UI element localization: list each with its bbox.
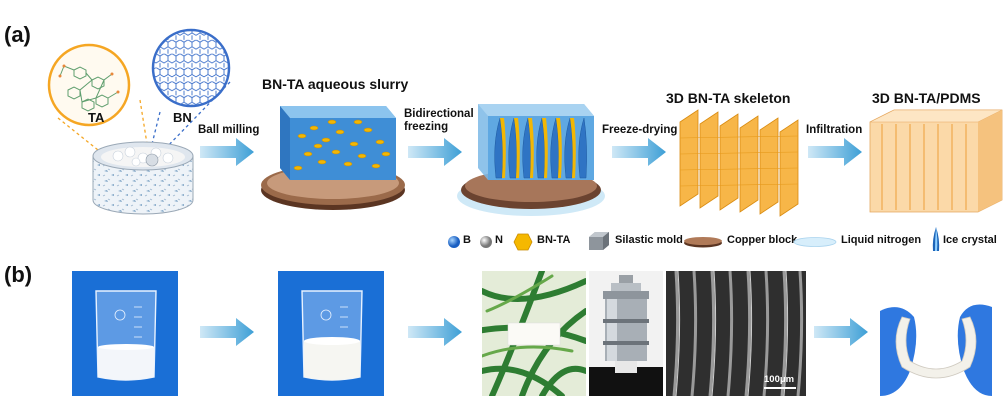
arrow-infiltration bbox=[808, 138, 862, 166]
freezing-container bbox=[457, 104, 605, 216]
arrow-freeze-drying bbox=[612, 138, 666, 166]
scale-bar-label: 100μm bbox=[764, 374, 795, 385]
legend-copper: Copper block bbox=[727, 234, 798, 246]
photo-beaker-slurry bbox=[72, 271, 178, 396]
ta-molecule-inset bbox=[47, 43, 131, 127]
step-line: Bidirectional bbox=[404, 108, 474, 120]
legend: B N BN-TA Silastic mold Copper block Liq… bbox=[447, 227, 1007, 251]
beaker-icon bbox=[95, 290, 157, 381]
panel-b-label: (b) bbox=[4, 262, 33, 287]
nitrogen-atom-icon bbox=[480, 236, 492, 248]
ta-label: TA bbox=[88, 110, 105, 125]
skeleton-3d bbox=[679, 109, 799, 217]
arrow-b-1 bbox=[200, 318, 254, 346]
legend-n: N bbox=[495, 234, 503, 246]
legend-b: B bbox=[463, 234, 471, 246]
sem-image bbox=[666, 271, 806, 396]
step-line: freezing bbox=[404, 121, 449, 133]
photo-bent-sample bbox=[880, 271, 992, 396]
arrow-b-3 bbox=[814, 318, 868, 346]
step-label-infiltration: Infiltration bbox=[806, 124, 863, 136]
panel-a-label: (a) bbox=[4, 22, 31, 47]
vessel-image bbox=[589, 271, 663, 396]
arrow-b-2 bbox=[408, 318, 462, 346]
silastic-mold-icon bbox=[589, 232, 609, 250]
legend-mold: Silastic mold bbox=[615, 234, 683, 246]
beaker-icon bbox=[301, 290, 363, 381]
step-label-ball-milling: Ball milling bbox=[198, 124, 260, 136]
boron-atom-icon bbox=[448, 236, 460, 248]
slurry-container bbox=[261, 106, 405, 210]
arrow-bidirectional bbox=[408, 138, 462, 166]
legend-ice: Ice crystal bbox=[943, 234, 997, 246]
step-label-freeze-drying: Freeze-drying bbox=[602, 124, 678, 136]
title-skeleton: 3D BN-TA skeleton bbox=[666, 90, 791, 106]
bnta-hexagon-icon bbox=[513, 233, 533, 251]
title-composite: 3D BN-TA/PDMS bbox=[872, 90, 981, 106]
liquid-nitrogen-icon bbox=[793, 237, 837, 247]
title-slurry: BN-TA aqueous slurry bbox=[262, 76, 409, 92]
leaves-image bbox=[482, 271, 586, 396]
legend-bnta: BN-TA bbox=[537, 234, 571, 246]
ball-mill-jar bbox=[92, 141, 194, 215]
ice-crystal-icon bbox=[932, 227, 940, 251]
copper-block-icon bbox=[684, 237, 722, 248]
photo-vessel bbox=[589, 271, 663, 396]
bn-label: BN bbox=[173, 110, 192, 125]
legend-nitrogen: Liquid nitrogen bbox=[841, 234, 922, 246]
photo-sample-on-leaves bbox=[482, 271, 586, 396]
bn-lattice-inset bbox=[151, 28, 231, 108]
gloved-hands-image bbox=[880, 271, 992, 396]
arrow-ball-milling bbox=[200, 138, 254, 166]
composite-3d bbox=[869, 109, 1003, 213]
photo-beaker-frozen bbox=[278, 271, 384, 396]
photo-sem: 100μm bbox=[666, 271, 806, 396]
